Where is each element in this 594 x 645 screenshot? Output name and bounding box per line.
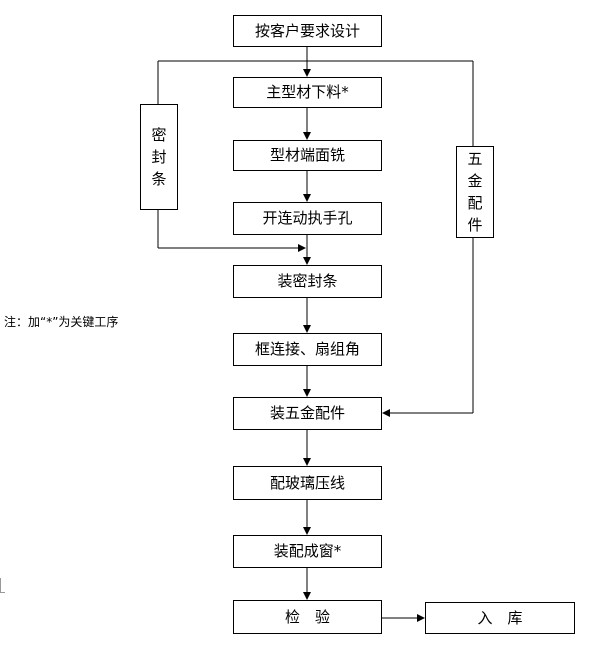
- step-label: 开连动执手孔: [262, 209, 353, 227]
- step-label: 装配成窗*: [273, 542, 342, 560]
- step-label: 框连接、扇组角: [254, 340, 360, 358]
- step-profile-end-milling: 型材端面铣: [233, 140, 382, 171]
- step-install-seal-strip: 装密封条: [233, 265, 382, 298]
- step-inspection: 检 验: [233, 600, 382, 634]
- step-label: 按客户要求设计: [254, 21, 360, 40]
- side-box-seal-strip: 密封条: [140, 104, 178, 210]
- page-corner-mark: [0, 578, 5, 593]
- step-label: 型材端面铣: [269, 146, 345, 164]
- step-label: 配玻璃压线: [269, 473, 345, 492]
- step-install-hardware: 装五金配件: [233, 397, 382, 430]
- step-label: 装五金配件: [269, 404, 345, 422]
- step-warehousing: 入 库: [425, 602, 575, 634]
- side-box-hardware: 五金配件: [456, 146, 494, 238]
- step-glass-bead-fitting: 配玻璃压线: [233, 466, 382, 500]
- step-label: 装密封条: [277, 272, 338, 290]
- step-frame-joining-sash-corner: 框连接、扇组角: [233, 333, 382, 366]
- step-label: 检 验: [284, 607, 330, 626]
- side-label-hardware: 五金配件: [467, 150, 483, 234]
- key-process-note: 注：加“*”为关键工序: [4, 315, 119, 329]
- side-label-seal-strip: 密封条: [151, 126, 167, 188]
- step-label: 入 库: [477, 608, 523, 627]
- step-label: 主型材下料*: [266, 83, 349, 101]
- step-main-profile-cutting: 主型材下料*: [233, 77, 382, 108]
- step-drill-handle-hole: 开连动执手孔: [233, 202, 382, 235]
- step-design-per-customer: 按客户要求设计: [233, 15, 382, 47]
- step-window-assembly: 装配成窗*: [233, 535, 382, 568]
